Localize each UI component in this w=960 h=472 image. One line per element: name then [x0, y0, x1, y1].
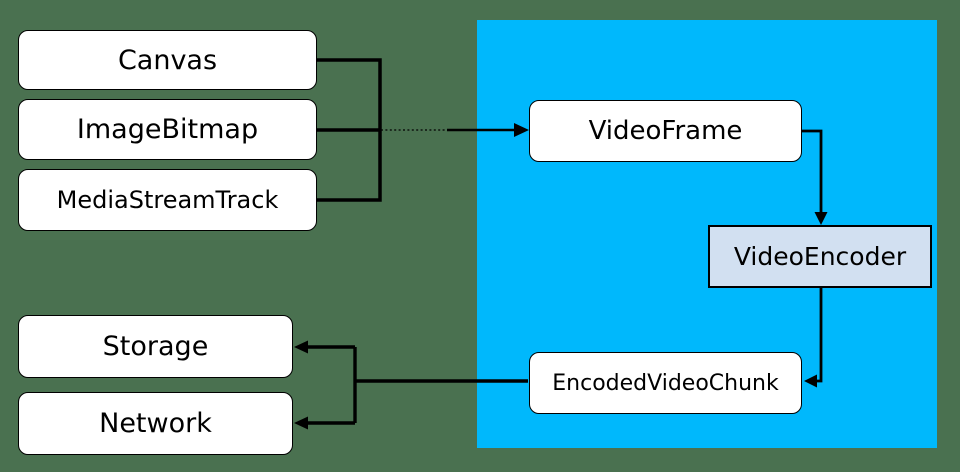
arrowhead-into-network	[294, 416, 308, 430]
node-videoencoder: VideoEncoder	[708, 225, 932, 288]
node-encodedvideochunk-label: EncodedVideoChunk	[552, 370, 779, 396]
node-canvas-label: Canvas	[117, 44, 218, 76]
edge-encodedvideochunk-storage-network	[294, 340, 528, 430]
edge-junction-videoframe	[317, 123, 529, 137]
node-videoframe-label: VideoFrame	[588, 116, 743, 146]
node-storage: Storage	[18, 315, 293, 378]
edge-videoframe-videoencoder	[802, 129, 828, 225]
node-encodedvideochunk: EncodedVideoChunk	[529, 352, 802, 414]
node-network: Network	[18, 392, 293, 455]
arrowhead-into-videoencoder	[814, 212, 828, 225]
node-videoframe: VideoFrame	[529, 100, 802, 162]
node-imagebitmap-label: ImageBitmap	[76, 114, 259, 145]
arrowhead-into-storage	[294, 340, 308, 354]
node-videoencoder-label: VideoEncoder	[733, 242, 907, 271]
node-storage-label: Storage	[102, 331, 209, 362]
node-canvas: Canvas	[18, 30, 317, 90]
arrowhead-into-encodedvideochunk	[804, 374, 817, 388]
node-network-label: Network	[99, 408, 212, 439]
node-imagebitmap: ImageBitmap	[18, 99, 317, 160]
arrowhead-into-videoframe	[514, 123, 529, 137]
node-mediastreamtrack: MediaStreamTrack	[18, 169, 317, 231]
node-mediastreamtrack-label: MediaStreamTrack	[56, 186, 279, 214]
edge-videoencoder-encodedvideochunk	[804, 288, 823, 388]
